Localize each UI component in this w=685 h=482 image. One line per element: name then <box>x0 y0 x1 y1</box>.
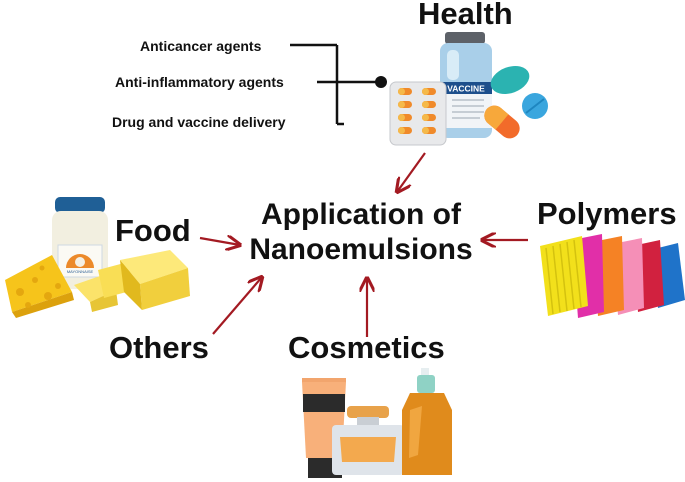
tablet-icon <box>490 65 548 119</box>
jar-label-line1: MAYONNAISE <box>67 269 94 274</box>
cheese-icon <box>5 255 74 318</box>
vial-label: VACCINE <box>447 84 485 94</box>
health-subitem-antiinflammatory: Anti-inflammatory agents <box>115 74 284 90</box>
central-title: Application of Nanoemulsions <box>244 197 478 267</box>
arrow-food <box>199 238 240 245</box>
health-subitem-anticancer: Anticancer agents <box>140 38 262 54</box>
connector-dot <box>375 76 387 88</box>
others-label: Others <box>109 330 209 365</box>
central-title-line1: Application of <box>261 198 461 231</box>
pump-bottle-icon <box>402 368 452 475</box>
clay-bars-icon <box>540 234 685 318</box>
arrow-health <box>397 152 426 192</box>
capsule-icon <box>484 105 520 139</box>
health-bracket <box>290 43 380 126</box>
butter-icon <box>74 250 190 312</box>
mayonnaise-jar-icon: MAYONNAISE <box>52 197 108 289</box>
vaccine-vial-icon: VACCINE <box>440 32 492 138</box>
food-label: Food <box>115 213 191 248</box>
health-label: Health <box>418 0 513 31</box>
arrow-others <box>212 277 262 335</box>
health-subitem-drug-vaccine: Drug and vaccine delivery <box>112 114 286 130</box>
perfume-bottle-icon <box>332 406 404 475</box>
pill-blister-icon <box>389 81 447 146</box>
polymers-label: Polymers <box>537 196 677 231</box>
central-title-line2: Nanoemulsions <box>249 233 473 266</box>
